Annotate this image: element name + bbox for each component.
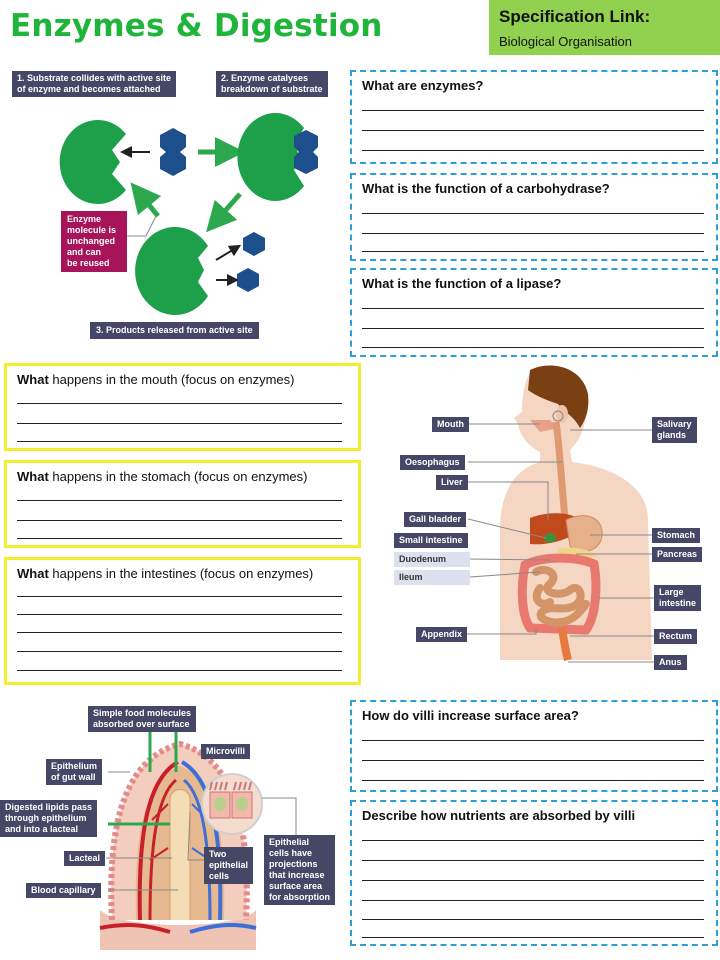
label-two-epithelial-cells: Two epithelial cells xyxy=(204,847,254,884)
substrate-shape xyxy=(160,128,186,176)
label-simple-food-molecules: Simple food molecules absorbed over surf… xyxy=(88,706,197,732)
question-text: What happens in the mouth (focus on enzy… xyxy=(17,372,295,387)
label-salivary-glands: Salivary glands xyxy=(652,417,697,443)
specification-link-box: Specification Link: Biological Organisat… xyxy=(489,0,720,55)
enzyme-step-3-label: 3. Products released from active site xyxy=(90,322,259,339)
product-shape xyxy=(243,232,265,256)
question-box-carbohydrase[interactable]: What is the function of a carbohydrase? xyxy=(350,173,718,261)
label-epithelium: Epithelium of gut wall xyxy=(46,759,103,785)
question-box-enzymes[interactable]: What are enzymes? xyxy=(350,70,718,164)
label-appendix: Appendix xyxy=(416,627,468,642)
enzyme-shape xyxy=(59,119,126,204)
label-large-intestine: Large intestine xyxy=(654,585,702,611)
question-text: Describe how nutrients are absorbed by v… xyxy=(362,808,636,823)
label-blood-capillary: Blood capillary xyxy=(26,883,101,898)
label-gall-bladder: Gall bladder xyxy=(404,512,467,527)
enzyme-unchanged-note: Enzyme molecule is unchanged and can be … xyxy=(61,211,127,272)
spec-heading: Specification Link: xyxy=(499,7,651,26)
label-ileum: Ileum xyxy=(394,570,470,585)
label-mouth: Mouth xyxy=(432,417,469,432)
label-digested-lipids: Digested lipids pass through epithelium … xyxy=(0,800,98,837)
label-duodenum: Duodenum xyxy=(394,552,470,567)
label-stomach: Stomach xyxy=(652,528,701,543)
digestive-system-diagram: Mouth Oesophagus Liver Gall bladder Smal… xyxy=(390,360,720,680)
label-rectum: Rectum xyxy=(654,629,698,644)
villus-graphic xyxy=(99,730,297,950)
question-text: How do villi increase surface area? xyxy=(362,708,579,723)
question-box-stomach[interactable]: What happens in the stomach (focus on en… xyxy=(4,460,361,548)
spec-topic: Biological Organisation xyxy=(499,34,632,49)
question-text: What happens in the intestines (focus on… xyxy=(17,566,314,581)
digestive-system-graphic xyxy=(454,365,656,663)
question-box-lipase[interactable]: What is the function of a lipase? xyxy=(350,268,718,357)
label-anus: Anus xyxy=(654,655,687,670)
label-lacteal: Lacteal xyxy=(64,851,106,866)
enzyme-step-2-label: 2. Enzyme catalyses breakdown of substra… xyxy=(216,71,328,97)
substrate-shape xyxy=(294,130,318,174)
question-box-villi-surface-area[interactable]: How do villi increase surface area? xyxy=(350,700,718,792)
label-oesophagus: Oesophagus xyxy=(400,455,465,470)
question-box-villi-absorption[interactable]: Describe how nutrients are absorbed by v… xyxy=(350,800,718,946)
label-microvilli: Microvilli xyxy=(201,744,251,759)
question-text: What is the function of a lipase? xyxy=(362,276,562,291)
label-epithelial-projections: Epithelial cells have projections that i… xyxy=(264,835,335,905)
enzyme-shape xyxy=(135,227,208,315)
question-text: What are enzymes? xyxy=(362,78,484,93)
enzyme-step-1-label: 1. Substrate collides with active site o… xyxy=(12,71,177,97)
page-title: Enzymes & Digestion xyxy=(10,8,383,44)
label-small-intestine: Small intestine xyxy=(394,533,468,548)
question-box-mouth[interactable]: What happens in the mouth (focus on enzy… xyxy=(4,363,361,451)
enzyme-shape xyxy=(237,113,304,202)
label-pancreas: Pancreas xyxy=(652,547,703,562)
enzyme-diagram: 1. Substrate collides with active site o… xyxy=(8,66,343,346)
enzyme-diagram-graphic xyxy=(59,113,318,315)
question-box-intestines[interactable]: What happens in the intestines (focus on… xyxy=(4,557,361,685)
question-text: What happens in the stomach (focus on en… xyxy=(17,469,308,484)
label-liver: Liver xyxy=(436,475,468,490)
villus-diagram: Simple food molecules absorbed over surf… xyxy=(0,700,350,955)
question-text: What is the function of a carbohydrase? xyxy=(362,181,610,196)
product-shape xyxy=(237,268,259,292)
